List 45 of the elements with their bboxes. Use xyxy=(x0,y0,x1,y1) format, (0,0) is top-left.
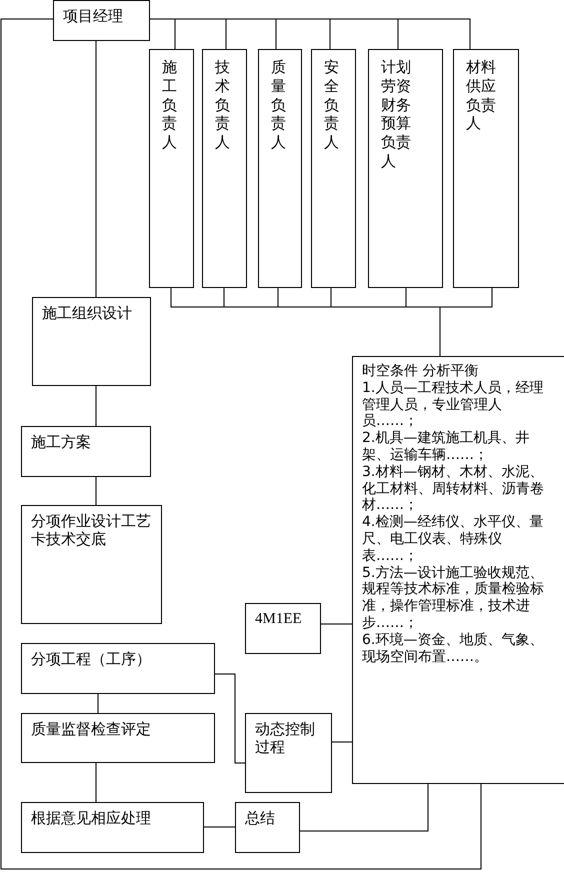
role-box xyxy=(368,49,443,288)
box-text: 2.机具—建筑施工机具、井架、运输车辆……； xyxy=(362,430,530,464)
connector-line xyxy=(204,826,236,828)
connector-line xyxy=(300,784,428,832)
box-text: 材料供应负责人 xyxy=(466,58,496,133)
role-box xyxy=(202,49,247,288)
box-text: 根据意见相应处理 xyxy=(31,809,152,827)
connector-line xyxy=(0,18,482,870)
process-box xyxy=(21,802,204,853)
box-text: 4M1EE xyxy=(255,610,303,628)
role-box xyxy=(258,49,302,288)
box-text: 施工方案 xyxy=(31,433,92,451)
process-box xyxy=(352,356,564,784)
role-box xyxy=(453,49,519,288)
process-box xyxy=(21,505,162,624)
process-box xyxy=(245,603,321,654)
process-box xyxy=(21,426,151,477)
process-box xyxy=(235,802,300,853)
box-text: 质量负责人 xyxy=(271,58,286,152)
box-text: 动态控制过程 xyxy=(255,720,316,756)
connector-line xyxy=(214,674,246,764)
connector-line xyxy=(440,288,492,356)
box-text: 3.材料—钢材、木材、水泥、化工材料、周转材料、沥青卷材……； xyxy=(362,464,545,514)
box-text: 分项作业设计工艺卡技术交底 xyxy=(31,512,152,548)
box-text: 分项工程（工序） xyxy=(31,650,152,668)
box-text: 总结 xyxy=(245,809,276,827)
role-box xyxy=(311,49,356,288)
box-text: 1.人员—工程技术人员，经理管理人员，专业管理人员……； xyxy=(362,380,544,430)
box-text: 计划劳资财务预算负责人 xyxy=(381,58,411,170)
box-text: 4.检测—经纬仪、水平仪、量尺、电工仪表、特殊仪表……； xyxy=(362,514,544,565)
role-box xyxy=(149,49,194,288)
box-heading: 时空条件 分析平衡 xyxy=(362,363,480,380)
box-text: 技术负责人 xyxy=(215,58,230,152)
process-box xyxy=(53,0,150,41)
process-box xyxy=(21,713,215,763)
box-text: 5.方法—设计施工验收规范、规程等技术标准，质量检验标准，操作管理标准，技术进步……； xyxy=(362,564,545,632)
process-box xyxy=(245,713,332,793)
box-text: 安全负责人 xyxy=(324,58,339,152)
box-text: 施工组织设计 xyxy=(42,304,133,322)
box-text: 施工负责人 xyxy=(162,58,177,152)
box-text: 6.环境—资金、地质、气象、现场空间布置……。 xyxy=(362,632,544,666)
process-box xyxy=(21,643,215,694)
box-text: 质量监督检查评定 xyxy=(31,720,152,738)
process-box xyxy=(32,297,151,386)
box-text: 项目经理 xyxy=(63,7,124,25)
